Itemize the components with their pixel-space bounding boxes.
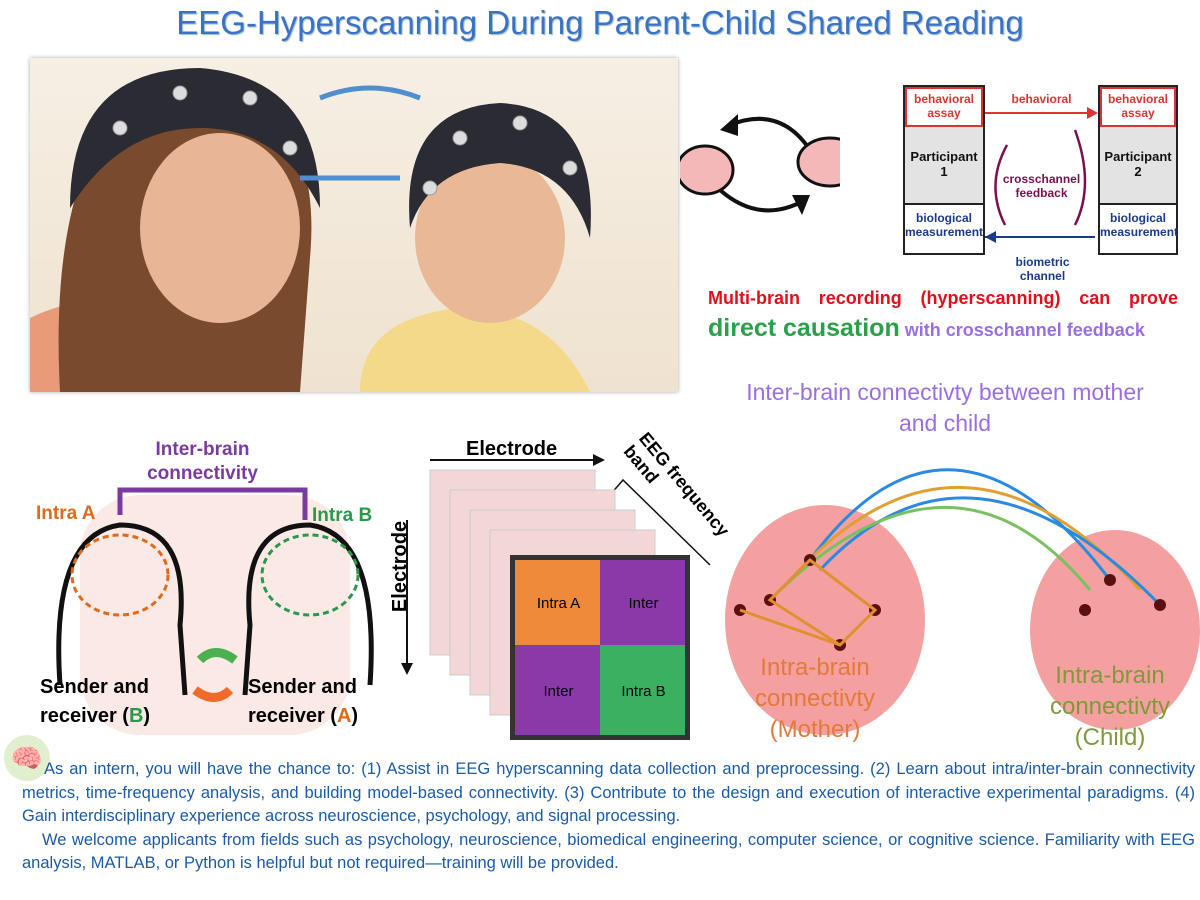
claim-part1: Multi-brain recording (hyperscanning) ca… (708, 288, 1178, 308)
biological-measurement-1: biological measurement (905, 211, 984, 239)
matrix-intra-a: Intra A (536, 595, 581, 612)
participant-1: Participant 1 (905, 127, 983, 205)
electrode-y-label: Electrode (389, 520, 412, 613)
biological-measurement-2: biological measurement (1100, 211, 1179, 239)
matrix-intra-b: Intra B (621, 683, 666, 700)
mother-child-eeg-illustration (30, 58, 678, 392)
matrix-inter-2: Inter (543, 683, 574, 700)
behavioral-assay-2: behavioral assay (1100, 87, 1176, 127)
brain-head-icon: 🧠 (4, 735, 50, 781)
electrode-x-label: Electrode (466, 438, 558, 460)
participant-2: Participant 2 (1100, 127, 1176, 205)
sender-receiver-b: Sender and receiver (B) (40, 676, 151, 727)
head-connectivity-illustration (725, 468, 1200, 735)
child-intra-label: Intra-brain connectivty (Child) (1049, 662, 1171, 751)
intra-b-label: Intra B (312, 505, 373, 526)
behavioral-assay-1: behavioral assay (905, 87, 983, 127)
connectivity-matrix-stack (401, 454, 711, 740)
mother-intra-label: Intra-brain connectivty (Mother) (754, 654, 876, 743)
internship-description: As an intern, you will have the chance t… (22, 758, 1195, 876)
biometric-channel-label: biometric channel (1015, 255, 1070, 283)
paragraph-2: We welcome applicants from fields such a… (22, 830, 1195, 873)
crosschannel-feedback-label: crosschannel feedback (1002, 172, 1081, 200)
intra-a-label: Intra A (36, 503, 96, 524)
sender-receiver-a: Sender and receiver (A) (248, 676, 359, 727)
sender-receiver-figure (56, 487, 374, 735)
page-title: EEG-Hyperscanning During Parent-Child Sh… (176, 4, 1024, 41)
hyperscanning-claim: Multi-brain recording (hyperscanning) ca… (708, 283, 1178, 345)
matrix-inter-1: Inter (628, 595, 659, 612)
brains-loop-icon (680, 114, 840, 215)
inter-brain-title: Inter-brain connectivty between mother a… (746, 379, 1144, 436)
channel-arrows (985, 107, 1098, 243)
behavioral-channel-label: behavioral (1011, 92, 1072, 106)
claim-part3: with crosschannel feedback (904, 320, 1145, 340)
paragraph-1: As an intern, you will have the chance t… (22, 760, 1195, 825)
claim-direct-causation: direct causation (708, 314, 900, 342)
inter-brain-label: Inter-brain connectivity (147, 439, 258, 484)
